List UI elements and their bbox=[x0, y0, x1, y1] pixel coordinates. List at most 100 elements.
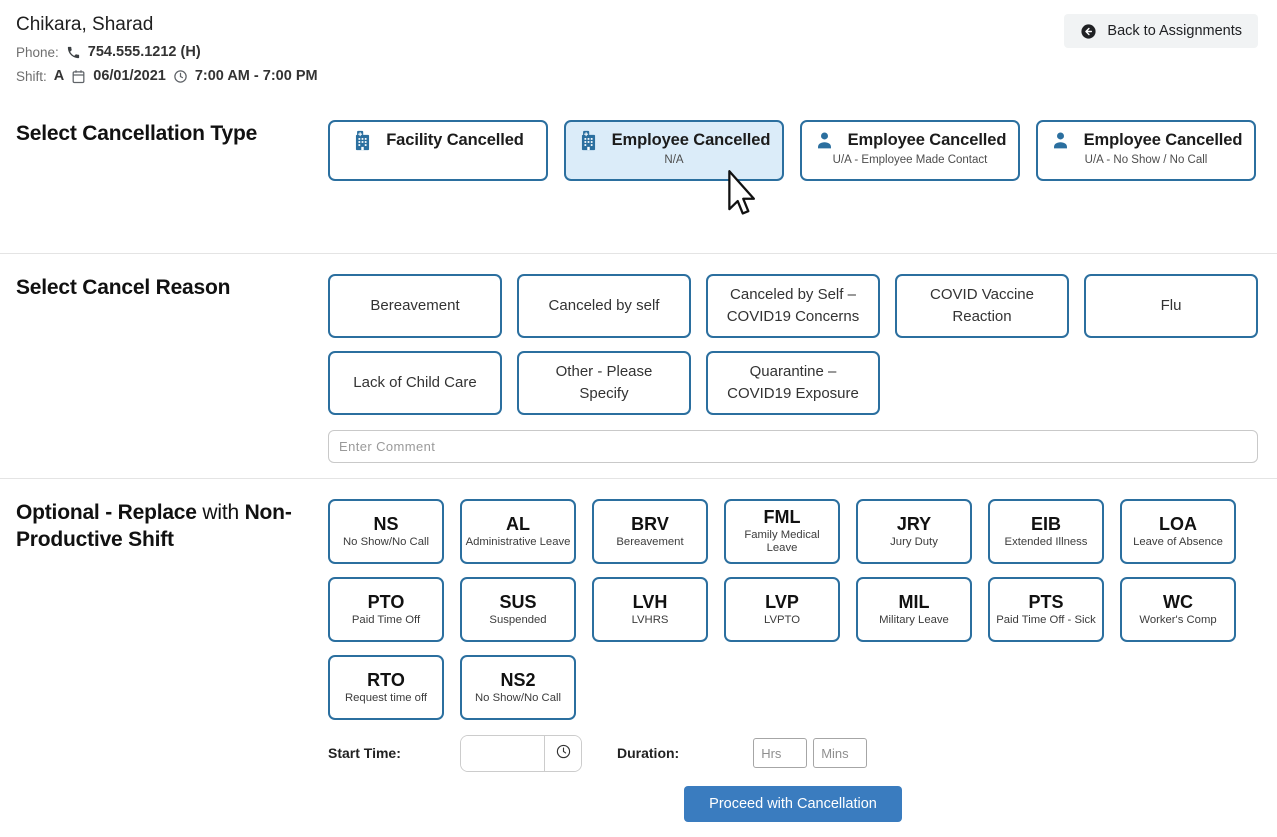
shift-code-description: Paid Time Off bbox=[351, 613, 421, 626]
reason-option-bereavement[interactable]: Bereavement bbox=[328, 274, 502, 338]
phone-label: Phone: bbox=[16, 44, 59, 60]
shift-code-label: LVH bbox=[632, 591, 668, 612]
shift-code-description: Leave of Absence bbox=[1133, 535, 1223, 548]
shift-code-label: MIL bbox=[898, 591, 930, 612]
replacement-heading-part1: Optional - Replace bbox=[16, 501, 197, 524]
back-to-assignments-button[interactable]: Back to Assignments bbox=[1064, 14, 1258, 48]
header: Chikara, Sharad Phone: 754.555.1212 (H) … bbox=[0, 0, 1277, 100]
start-time-input[interactable] bbox=[461, 735, 544, 771]
hospital-building-icon bbox=[578, 130, 599, 151]
shift-time: 7:00 AM - 7:00 PM bbox=[194, 68, 318, 84]
reason-option-canceled-by-self-covid19-concerns[interactable]: Canceled by Self – COVID19 Concerns bbox=[706, 274, 880, 338]
shift-code-label: SUS bbox=[499, 591, 537, 612]
proceed-row: Proceed with Cancellation bbox=[328, 786, 1258, 822]
shift-code-label: FML bbox=[763, 507, 801, 528]
shift-code-description: Administrative Leave bbox=[465, 535, 571, 548]
phone-icon bbox=[66, 45, 81, 60]
duration-hours-input[interactable] bbox=[753, 738, 808, 768]
shift-code-label: NS bbox=[373, 513, 399, 534]
clock-icon bbox=[173, 69, 188, 84]
reason-option-lack-of-child-care[interactable]: Lack of Child Care bbox=[328, 351, 502, 415]
shift-code-label: PTO bbox=[367, 591, 405, 612]
calendar-icon bbox=[71, 69, 86, 84]
type-option-label: Employee Cancelled bbox=[1083, 131, 1243, 149]
shift-code-label: AL bbox=[506, 513, 530, 534]
shift-row: Shift: A 06/01/2021 7:00 AM - 7:00 PM bbox=[16, 68, 1258, 84]
shift-code-label: BRV bbox=[631, 513, 669, 534]
shift-code-label: WC bbox=[1163, 591, 1193, 612]
shift-code-description: Bereavement bbox=[616, 535, 684, 548]
shift-code-description: Jury Duty bbox=[890, 535, 938, 548]
shift-code-description: Request time off bbox=[344, 691, 428, 704]
proceed-with-cancellation-button[interactable]: Proceed with Cancellation bbox=[684, 786, 902, 822]
shift-code-description: Military Leave bbox=[879, 613, 949, 626]
reason-option-flu[interactable]: Flu bbox=[1084, 274, 1258, 338]
employee-name: Chikara, Sharad bbox=[16, 14, 154, 35]
shift-code-description: LVHRS bbox=[631, 613, 669, 626]
type-option-sublabel: U/A - Employee Made Contact bbox=[832, 154, 988, 166]
reason-option-canceled-by-self[interactable]: Canceled by self bbox=[517, 274, 691, 338]
shift-label: Shift: bbox=[16, 68, 47, 84]
shift-code-label: PTS bbox=[1028, 591, 1064, 612]
duration-minutes-input[interactable] bbox=[813, 738, 868, 768]
replacement-heading: Optional - Replace with Non-Productive S… bbox=[16, 499, 328, 554]
type-option-facility-cancelled[interactable]: Facility Cancelled bbox=[328, 120, 548, 181]
type-option-sublabel: N/A bbox=[664, 154, 684, 166]
type-option-label: Employee Cancelled bbox=[847, 131, 1007, 149]
cancel-reason-heading: Select Cancel Reason bbox=[16, 276, 231, 299]
start-time-label: Start Time: bbox=[328, 745, 401, 761]
shift-code-description: No Show/No Call bbox=[342, 535, 430, 548]
shift-code-label: EIB bbox=[1030, 513, 1061, 534]
person-icon bbox=[814, 130, 835, 151]
duration-label: Duration: bbox=[617, 745, 680, 761]
shift-code-description: Extended Illness bbox=[1004, 535, 1088, 548]
person-icon bbox=[1050, 130, 1071, 151]
reason-option-covid-vaccine-reaction[interactable]: COVID Vaccine Reaction bbox=[895, 274, 1069, 338]
shift-code-label: JRY bbox=[896, 513, 932, 534]
phone-row: Phone: 754.555.1212 (H) bbox=[16, 44, 1258, 60]
reason-option-quarantine-covid19-exposure[interactable]: Quarantine – COVID19 Exposure bbox=[706, 351, 880, 415]
shift-code-description: Family Medical Leave bbox=[744, 528, 820, 555]
replacement-heading-col: Optional - Replace with Non-Productive S… bbox=[16, 499, 328, 837]
reason-option-other-please-specify[interactable]: Other - Please Specify bbox=[517, 351, 691, 415]
shift-letter: A bbox=[53, 68, 65, 84]
replacement-section: Optional - Replace with Non-Productive S… bbox=[0, 478, 1277, 837]
time-picker-button[interactable] bbox=[544, 735, 581, 771]
type-option-label: Facility Cancelled bbox=[386, 131, 524, 149]
type-option-sublabel: U/A - No Show / No Call bbox=[1084, 154, 1208, 166]
comment-input[interactable] bbox=[328, 430, 1258, 463]
type-option-label: Employee Cancelled bbox=[611, 131, 771, 149]
shift-code-label: LOA bbox=[1159, 513, 1197, 534]
start-time-row: Start Time: Duration: bbox=[328, 734, 1258, 772]
cancellation-type-section: Select Cancellation Type Facility Cancel… bbox=[0, 100, 1277, 253]
hospital-building-icon bbox=[352, 130, 373, 151]
phone-value: 754.555.1212 (H) bbox=[87, 44, 201, 60]
